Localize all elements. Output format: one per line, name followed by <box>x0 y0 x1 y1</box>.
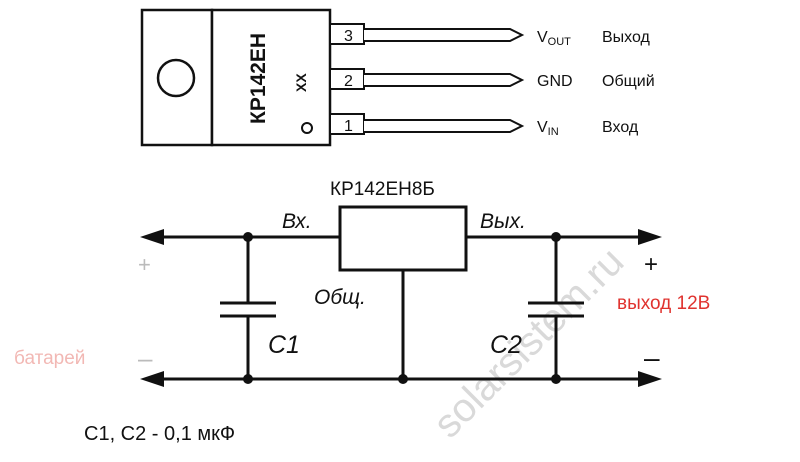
capacitor-note: С1, С2 - 0,1 мкФ <box>84 423 235 445</box>
left-top-arrow <box>140 229 164 245</box>
left-minus-sign: – <box>138 343 153 373</box>
right-top-arrow <box>638 229 662 245</box>
battery-text: батарей <box>14 348 85 369</box>
pin1-marker <box>301 122 313 134</box>
package-marking: КР142ЕН <box>247 33 270 124</box>
junction-dot <box>398 374 408 384</box>
gnd-label: Общ. <box>314 286 366 309</box>
regulator-box <box>338 205 468 272</box>
left-plus-sign: + <box>138 252 151 277</box>
right-minus-sign: – <box>644 342 660 373</box>
right-plus-sign: + <box>644 251 658 278</box>
pin-2-lead <box>329 68 525 90</box>
pin-1-desc: Вход <box>602 119 639 136</box>
junction-dot <box>551 374 561 384</box>
junction-dot <box>243 374 253 384</box>
c2-label: С2 <box>490 331 522 359</box>
mounting-hole <box>156 58 196 98</box>
output-label: Вых. <box>480 210 526 233</box>
chip-name: КР142ЕН8Б <box>330 179 435 200</box>
pin-1-name: VIN <box>537 119 559 138</box>
pin-3-lead <box>329 23 525 45</box>
right-bottom-arrow <box>638 371 662 387</box>
left-bottom-arrow <box>140 371 164 387</box>
input-label: Вх. <box>282 210 312 233</box>
package-body <box>210 8 332 147</box>
pin-1-lead <box>329 113 525 135</box>
output-voltage-text: выход 12В <box>617 293 710 314</box>
pin-1-number: 1 <box>344 118 353 135</box>
capacitor-c1 <box>220 237 276 379</box>
pin-2-name: GND <box>537 73 573 90</box>
junction-dot <box>551 232 561 242</box>
pin-3-name: VOUT <box>537 29 571 48</box>
pin-2-desc: Общий <box>602 73 655 90</box>
c1-label: С1 <box>268 331 300 359</box>
pin-2-number: 2 <box>344 73 353 90</box>
package-suffix: ХХ <box>293 73 309 92</box>
pin-3-desc: Выход <box>602 29 651 46</box>
pin-3-number: 3 <box>344 28 353 45</box>
capacitor-c2 <box>528 237 584 379</box>
junction-dot <box>243 232 253 242</box>
